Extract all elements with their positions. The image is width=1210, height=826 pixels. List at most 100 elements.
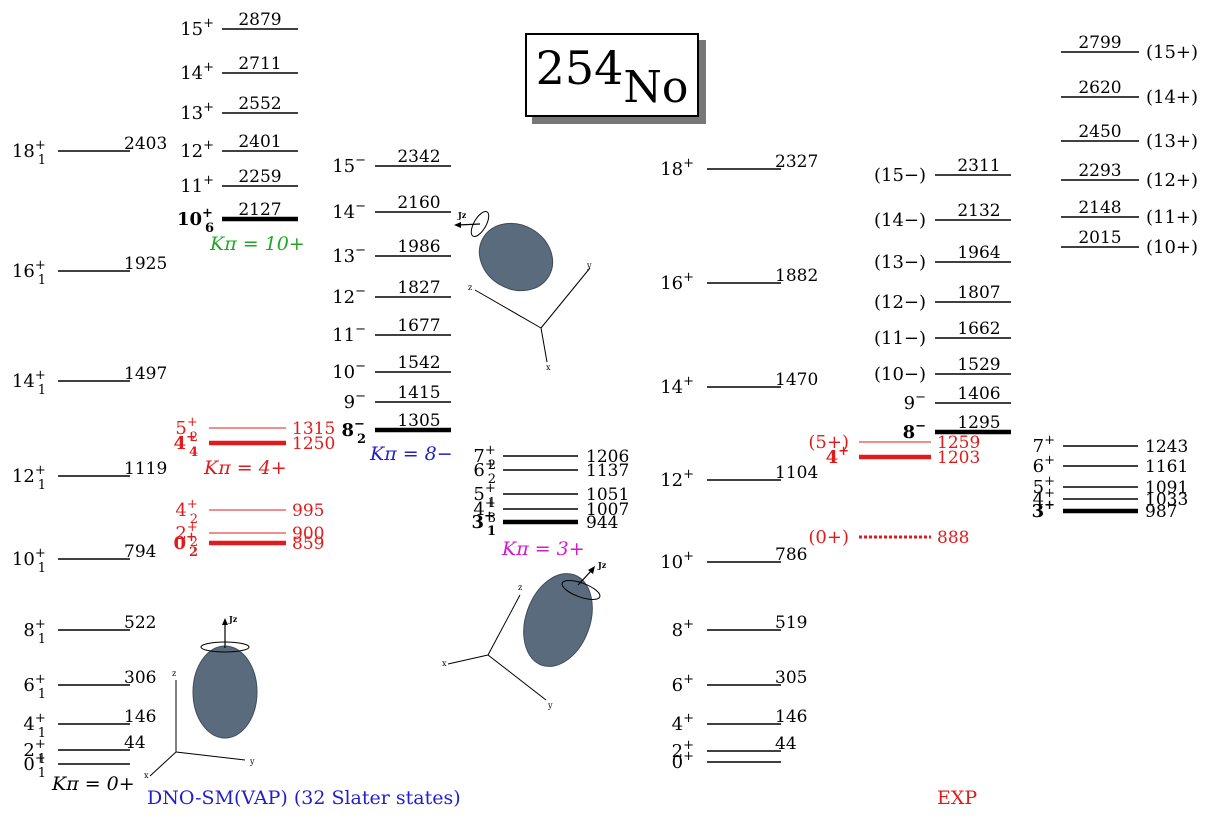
band-label-k4: Kπ = 4+	[203, 457, 287, 479]
level-spin-label: 16+1	[12, 258, 46, 288]
level-energy-label: 794	[124, 542, 156, 562]
level-energy-label: 1497	[124, 364, 167, 384]
level-energy-label: 1470	[775, 370, 818, 390]
level-energy-label: 900	[292, 524, 324, 544]
level-energy-label: 2132	[957, 201, 1000, 221]
level-spin-label: (10+)	[1146, 237, 1198, 258]
level-spin-label: 12+	[660, 467, 694, 491]
level-energy-label: 786	[775, 545, 807, 565]
level-energy-label: 44	[775, 734, 797, 754]
level-exp-k3: 7+1243	[1033, 433, 1189, 457]
level-energy-label: 146	[775, 707, 807, 727]
level-energy-label: 1250	[292, 434, 335, 454]
level-energy-label: 2148	[1078, 198, 1121, 218]
level-energy-label: 987	[1145, 502, 1177, 522]
level-spin-label: 4+3	[473, 496, 496, 526]
level-energy-label: 1807	[957, 283, 1000, 303]
level-exp-k10: (11+)2148	[1061, 198, 1198, 228]
level-spin-label: 8+	[672, 617, 694, 641]
band-label-k10: Kπ = 10+	[209, 233, 305, 255]
axis-label-jz: Jz	[457, 210, 467, 220]
level-energy-label: 2311	[957, 156, 1000, 176]
level-exp-ground: 8+519	[672, 613, 808, 641]
level-spin-label: 15+	[180, 16, 214, 40]
level-exp-k3: 5+1091	[1033, 474, 1189, 498]
level-spin-label: (5+)	[808, 432, 849, 453]
level-energy-label: 1662	[957, 319, 1000, 339]
level-theory-k8: 10−1542	[332, 353, 451, 383]
level-energy-label: 305	[775, 668, 807, 688]
level-exp-k8: (10−)1529	[874, 355, 1011, 385]
level-energy-label: 1033	[1145, 490, 1188, 510]
level-energy-label: 1203	[937, 448, 980, 468]
level-spin-label: 10+6	[177, 206, 214, 236]
level-theory-ground: 12+1 1119	[12, 459, 167, 493]
level-spin-label: (12+)	[1146, 170, 1198, 191]
level-energy-label: 44	[124, 733, 146, 753]
level-exp-k8: (15−)2311	[874, 156, 1011, 186]
level-exp-k8: (12−) 1807	[874, 283, 1011, 313]
level-exp-k8: (11−)1662	[874, 319, 1011, 349]
level-energy-label: 1161	[1145, 457, 1188, 477]
level-spin-label: 10+	[660, 549, 694, 573]
level-spin-label: 7+2	[473, 443, 496, 473]
level-energy-label: 1137	[586, 461, 629, 481]
theory-caption: DNO-SM(VAP) (32 Slater states)	[147, 787, 461, 809]
level-spin-label: 2+1	[23, 737, 46, 767]
level-spin-label: (0+)	[808, 527, 849, 548]
level-exp-k3: 6+1161	[1033, 453, 1189, 477]
level-energy-label: 888	[937, 528, 969, 548]
level-spin-label: 12+1	[12, 463, 46, 493]
level-energy-label: 1315	[292, 419, 335, 439]
level-energy-label: 1677	[397, 316, 440, 336]
level-spin-label: 14+1	[12, 368, 46, 398]
axis-label-jz: Jz	[597, 560, 607, 570]
level-energy-label: 146	[124, 707, 156, 727]
ellipsoid-figure-ground: z y x Jz	[144, 614, 258, 780]
level-energy-label: 2711	[238, 54, 281, 74]
level-energy-label: 944	[586, 513, 618, 533]
level-exp-k10: (13+)2450	[1061, 122, 1198, 152]
level-spin-label: 0+1	[23, 751, 46, 781]
level-spin-label: 13+	[180, 100, 214, 124]
level-energy-label: 2552	[238, 94, 281, 114]
axis-label-y: y	[586, 261, 592, 270]
axis-label-y: y	[547, 701, 553, 710]
level-theory-ground: 14+1 1497	[12, 364, 167, 398]
level-theory-k8: 14−2160	[332, 193, 451, 223]
ellipsoid-figure-k8: y z x Jz	[454, 210, 592, 372]
level-theory-k10: 11+2259	[180, 167, 298, 197]
level-theory-ground: 2+1 44	[23, 733, 145, 767]
ellipsoid-figure-k3: z x y Jz	[442, 560, 607, 710]
level-spin-label: 2+2	[175, 520, 198, 550]
experiment-caption: EXP	[937, 787, 978, 809]
level-energy-label: 2259	[238, 167, 281, 187]
level-spin-label: 4+	[672, 711, 694, 735]
level-spin-label: 14+	[180, 60, 214, 84]
level-theory-k10: 13+ 2552	[180, 94, 298, 124]
band-label-k3: Kπ = 3+	[501, 538, 585, 560]
level-energy-label: 2127	[238, 200, 281, 220]
level-exp-ground: 18+2327	[660, 152, 818, 180]
band-label-k0: Kπ = 0+	[51, 773, 135, 795]
level-spin-label: (12−)	[874, 292, 926, 313]
level-energy-label: 306	[124, 668, 156, 688]
level-energy-label: 2293	[1078, 161, 1121, 181]
level-exp-red: (0+) 888	[808, 527, 969, 548]
level-energy-label: 1119	[124, 459, 167, 479]
level-energy-label: 2620	[1078, 78, 1121, 98]
level-energy-label: 2342	[397, 147, 440, 167]
level-energy-label: 2327	[775, 152, 818, 172]
level-spin-label: 11−	[332, 322, 366, 346]
level-energy-label: 2403	[124, 134, 167, 154]
level-spin-label: 8−	[903, 419, 926, 443]
